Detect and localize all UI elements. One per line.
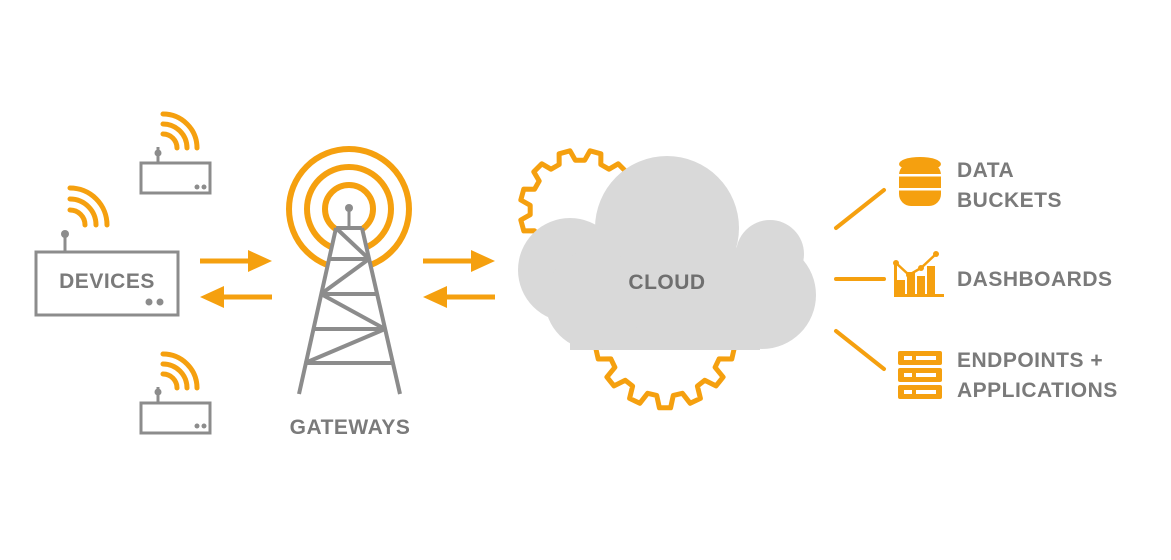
devices-label: DEVICES xyxy=(59,270,155,293)
router-icon xyxy=(139,111,212,195)
dashboards-label: DASHBOARDS xyxy=(957,268,1113,291)
data-buckets-label-line2: BUCKETS xyxy=(957,189,1062,212)
arrow-right-icon xyxy=(423,250,495,272)
bar-chart-icon xyxy=(893,251,944,297)
database-icon xyxy=(899,157,941,206)
router-icon xyxy=(139,351,212,435)
router-icon xyxy=(34,185,180,317)
arrow-left-icon xyxy=(200,286,272,308)
server-stack-icon xyxy=(898,351,942,399)
gateways-label: GATEWAYS xyxy=(290,416,411,439)
endpoints-label-line1: ENDPOINTS + xyxy=(957,349,1103,372)
arrow-right-icon xyxy=(200,250,272,272)
cell-tower-icon xyxy=(286,146,412,395)
cloud-label: CLOUD xyxy=(628,271,705,294)
connector-lines xyxy=(834,188,886,371)
data-buckets-label-line1: DATA xyxy=(957,159,1014,182)
endpoints-label-line2: APPLICATIONS xyxy=(957,379,1118,402)
cloud-icon xyxy=(518,156,816,350)
arrow-left-icon xyxy=(423,286,495,308)
